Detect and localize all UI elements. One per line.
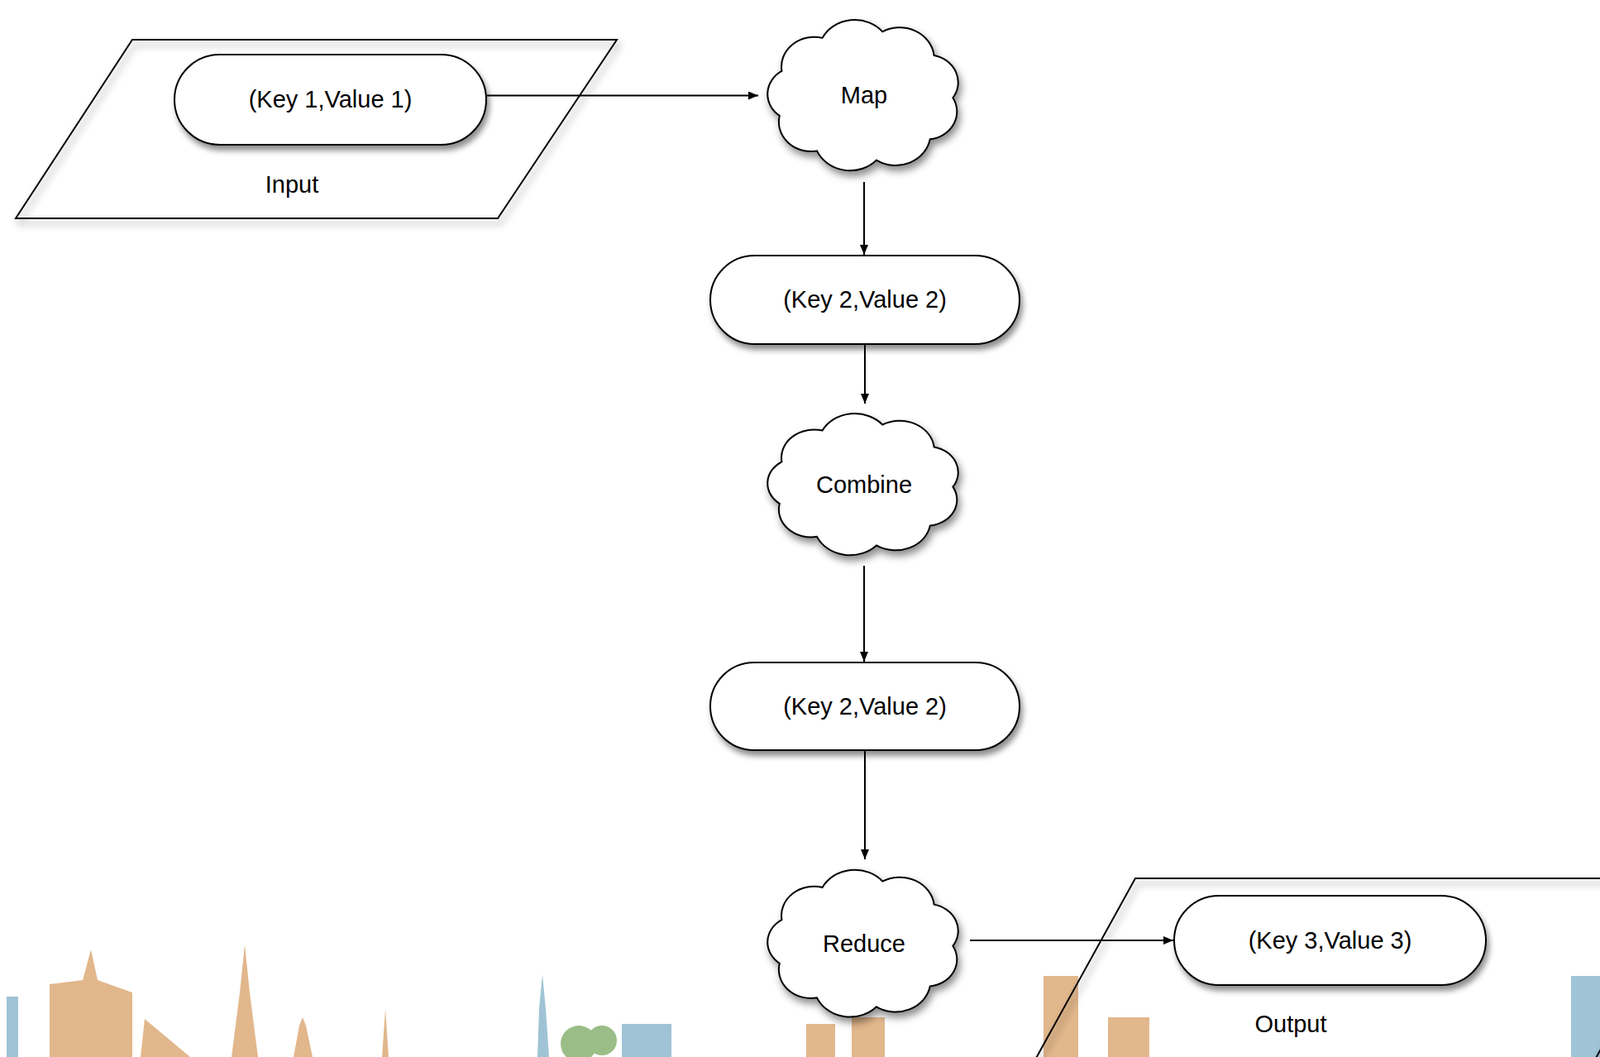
building xyxy=(621,1023,672,1057)
flow-arrow xyxy=(864,750,866,860)
parallelogram-shape xyxy=(15,39,617,219)
io-label: Output xyxy=(1254,1009,1327,1039)
io-label: Input xyxy=(265,170,320,200)
process-cloud: Combine xyxy=(755,401,973,569)
step-label: Map xyxy=(840,81,888,110)
building xyxy=(851,1017,885,1057)
flow-arrow xyxy=(969,939,1174,941)
tower xyxy=(537,974,550,1057)
input-parallelogram: Input (Key 1,Value 1) xyxy=(14,38,618,220)
flow-arrow xyxy=(863,565,865,662)
building xyxy=(1108,1017,1150,1057)
step-label: Reduce xyxy=(822,929,906,959)
output-parallelogram: Output (Key 3,Value 3) xyxy=(1017,877,1600,1057)
flow-arrow xyxy=(487,95,759,97)
process-cloud: Map xyxy=(755,6,973,185)
key-value-text: (Key 3,Value 3) xyxy=(1248,926,1413,956)
tower xyxy=(6,996,19,1057)
parallelogram-shape xyxy=(1017,878,1600,1057)
key-value-pill: (Key 2,Value 2) xyxy=(709,254,1021,345)
building xyxy=(140,1018,191,1057)
building xyxy=(806,1023,836,1057)
tree xyxy=(587,1025,617,1056)
key-value-text: (Key 2,Value 2) xyxy=(783,285,947,315)
building xyxy=(1043,975,1079,1057)
key-value-text: (Key 1,Value 1) xyxy=(248,85,413,115)
process-cloud: Reduce xyxy=(755,856,973,1031)
flow-arrow xyxy=(863,181,865,255)
spire xyxy=(293,1017,313,1057)
key-value-pill: (Key 2,Value 2) xyxy=(709,661,1021,751)
building xyxy=(1571,975,1600,1057)
cloud-shape xyxy=(767,19,958,171)
step-label: Combine xyxy=(816,470,913,500)
building xyxy=(49,949,133,1057)
key-value-text: (Key 2,Value 2) xyxy=(783,692,947,722)
cloud-shape xyxy=(767,869,958,1018)
spire xyxy=(382,1008,389,1057)
key-value-pill: (Key 3,Value 3) xyxy=(1173,894,1487,986)
flow-arrow xyxy=(864,344,866,404)
spire xyxy=(231,944,258,1057)
cloud-shape xyxy=(767,413,958,555)
key-value-pill: (Key 1,Value 1) xyxy=(173,53,488,146)
